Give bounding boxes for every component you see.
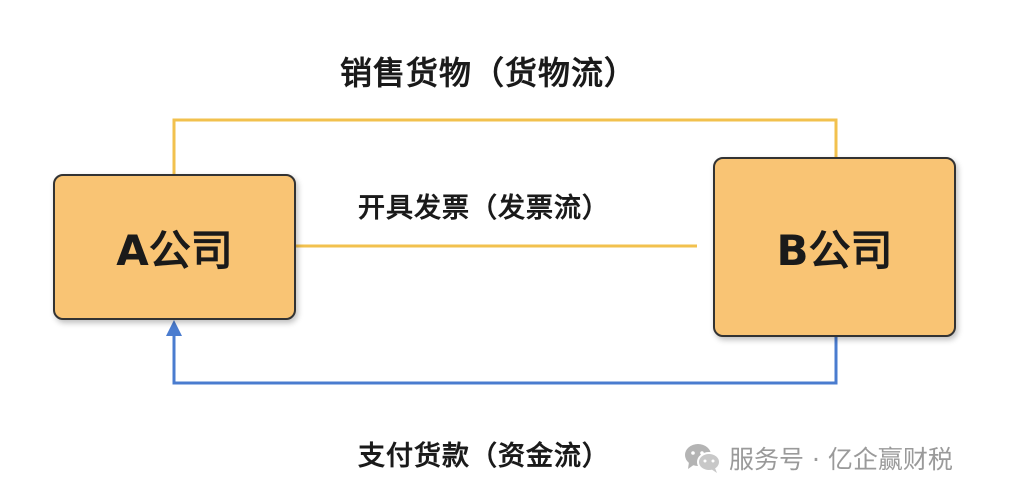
goods-flow-line	[172, 118, 838, 174]
watermark: 服务号 · 亿企赢财税	[683, 440, 953, 476]
watermark-text: 服务号 · 亿企赢财税	[729, 445, 953, 474]
company-a-name: A公司	[116, 225, 233, 275]
payment-arrowhead-icon	[166, 320, 182, 336]
company-b-name: B公司	[776, 225, 893, 275]
wechat-icon	[685, 444, 721, 473]
payment-flow-line	[172, 336, 838, 385]
company-b-box: B公司	[713, 157, 956, 337]
invoice-flow-label: 开具发票（发票流）	[358, 193, 610, 224]
goods-flow-label: 销售货物（货物流）	[340, 54, 638, 92]
company-a-box: A公司	[53, 174, 296, 320]
payment-flow-label: 支付货款（资金流）	[358, 441, 610, 472]
